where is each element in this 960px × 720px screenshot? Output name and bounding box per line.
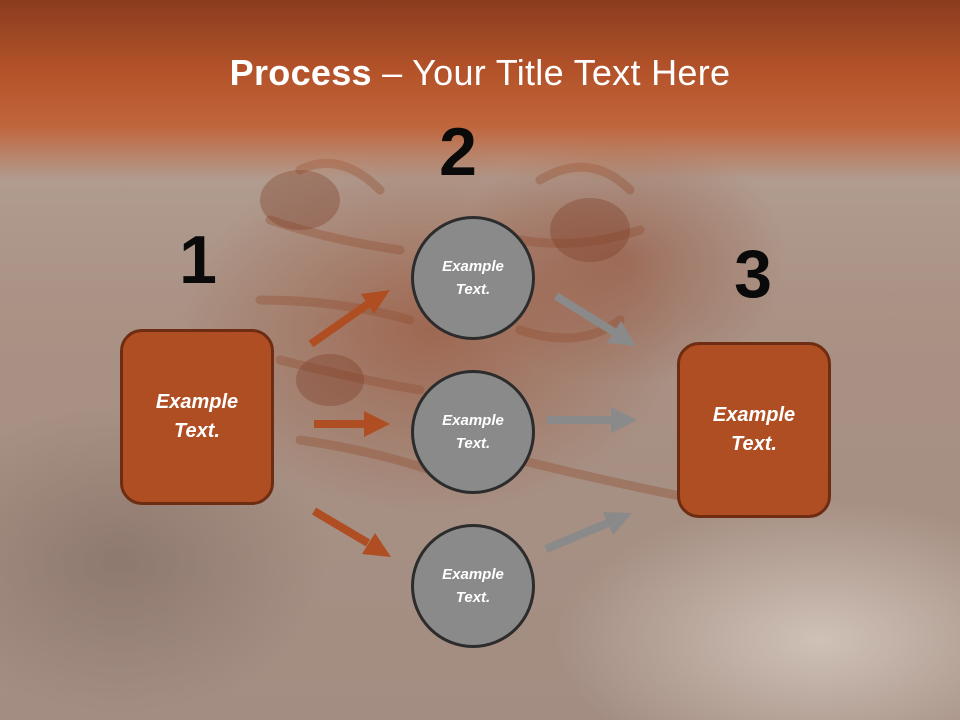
circle-top-text-line1: Example [442,258,504,275]
step-number-1: 1 [179,222,217,298]
step-3-text-line1: Example [712,404,796,426]
step-3-text-line2: Text. [731,433,777,455]
slide-title: Process – Your Title Text Here [0,52,960,94]
step-1-text-line2: Text. [174,420,220,442]
circle-top-text-line2: Text. [455,281,491,298]
title-bold: Process [229,52,372,93]
arrow-to-circle-middle [314,411,390,437]
title-bar [0,0,960,180]
circle-top-text: Example Text. [442,255,504,301]
step-3-box[interactable]: Example Text. [677,342,831,518]
step-3-text: Example Text. [713,401,795,459]
circle-middle-text: Example Text. [442,409,504,455]
step-1-text-line1: Example [155,391,239,413]
step-1-box[interactable]: Example Text. [120,329,274,505]
circle-bottom-text: Example Text. [442,563,504,609]
arrow-to-circle-top [308,290,390,348]
arrow-from-circle-top [553,292,636,346]
arrow-from-circle-middle [547,407,637,433]
circle-middle-text-line2: Text. [455,435,491,452]
circle-middle-text-line1: Example [442,412,504,429]
arrow-to-circle-bottom [311,507,391,557]
title-rest: – Your Title Text Here [371,52,731,93]
circle-bottom[interactable]: Example Text. [411,524,535,648]
circle-bottom-text-line2: Text. [455,589,491,606]
step-1-text: Example Text. [156,388,238,446]
step-number-3: 3 [734,236,772,312]
step-number-2: 2 [439,114,477,190]
circle-top[interactable]: Example Text. [411,216,535,340]
circle-middle[interactable]: Example Text. [411,370,535,494]
arrow-from-circle-bottom [544,512,632,553]
circle-bottom-text-line1: Example [442,566,504,583]
